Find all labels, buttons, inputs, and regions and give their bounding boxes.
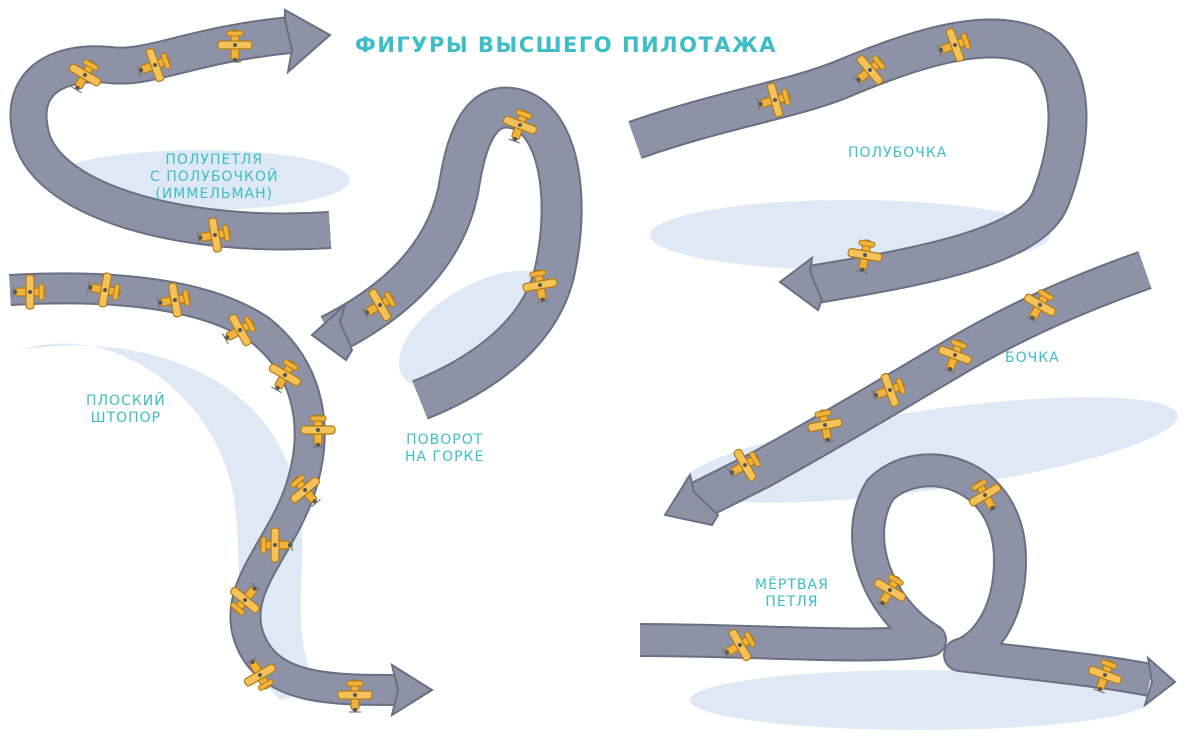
loop-ribbon (639, 453, 1177, 708)
label-loop-line1: МЁРТВАЯ (755, 577, 829, 593)
label-hammerhead: ПОВОРОТ НА ГОРКЕ (405, 432, 484, 466)
label-flat-spin: ПЛОСКИЙ ШТОПОР (86, 393, 166, 427)
label-hammerhead-line2: НА ГОРКЕ (405, 449, 485, 465)
label-half-roll-line1: ПОЛУБОЧКА (848, 145, 948, 161)
flat-spin-ribbon (9, 272, 434, 718)
label-half-roll: ПОЛУБОЧКА (848, 145, 947, 162)
label-loop-line2: ПЕТЛЯ (765, 594, 819, 610)
label-flat-spin-line1: ПЛОСКИЙ (86, 393, 166, 409)
arrow-icon (663, 472, 720, 527)
arrow-icon (284, 8, 332, 75)
half-roll-ribbon (628, 18, 1088, 312)
label-hammerhead-line1: ПОВОРОТ (406, 432, 484, 448)
label-loop: МЁРТВАЯ ПЕТЛЯ (755, 577, 829, 611)
arrow-icon (1143, 655, 1177, 708)
label-immelmann-line2: С ПОЛУБОЧКОЙ (150, 169, 279, 185)
page-title-part2: ПИЛОТАЖА (622, 33, 777, 57)
label-flat-spin-line2: ШТОПОР (90, 410, 162, 426)
arrow-icon (778, 255, 824, 312)
loop-shadow (690, 670, 1150, 730)
label-immelmann: ПОЛУПЕТЛЯ С ПОЛУБОЧКОЙ (ИММЕЛЬМАН) (150, 152, 278, 203)
arrow-icon (310, 301, 354, 362)
page-title-part1: ФИГУРЫ ВЫСШЕГО (355, 33, 614, 57)
label-roll: БОЧКА (1005, 350, 1060, 367)
roll-shadow (682, 397, 1178, 503)
label-immelmann-line3: (ИММЕЛЬМАН) (155, 186, 274, 202)
label-roll-line1: БОЧКА (1005, 350, 1060, 366)
arrow-icon (390, 662, 434, 718)
label-immelmann-line1: ПОЛУПЕТЛЯ (165, 152, 264, 168)
